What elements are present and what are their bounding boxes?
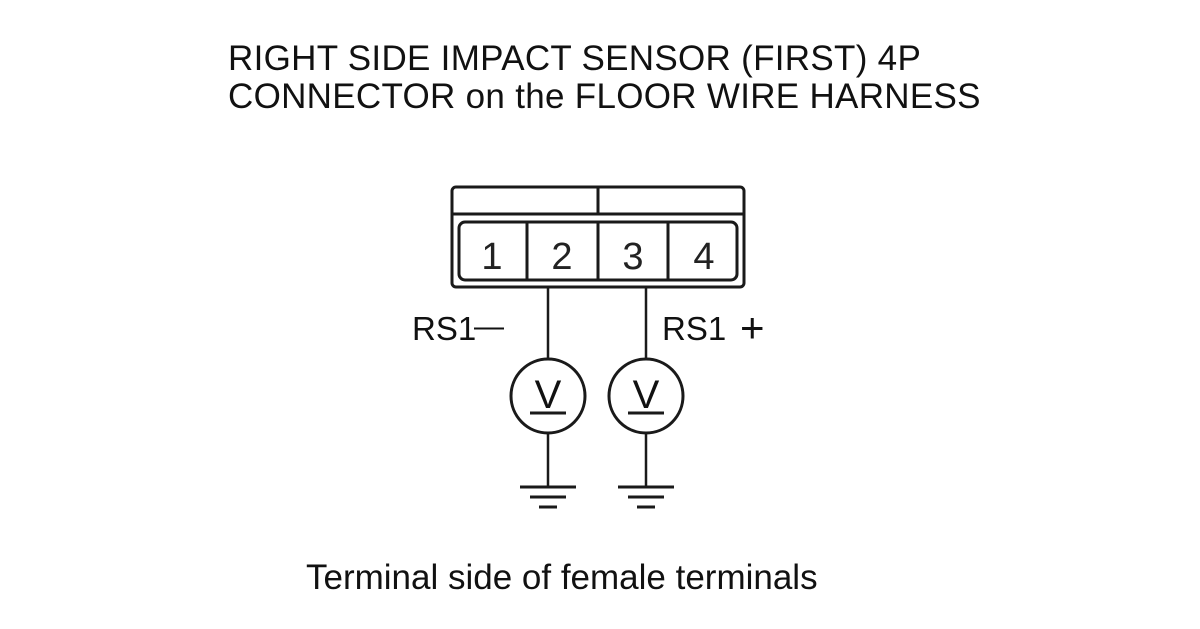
ground-negative-icon <box>520 485 576 509</box>
voltmeter-positive-symbol: V <box>633 373 660 417</box>
diagram-title: RIGHT SIDE IMPACT SENSOR (FIRST) 4P CONN… <box>228 40 981 116</box>
probe-sign-negative: — <box>474 310 504 343</box>
pin-number-4: 4 <box>693 236 714 278</box>
probe-sign-positive: + <box>740 304 765 351</box>
title-line-1: RIGHT SIDE IMPACT SENSOR (FIRST) 4P <box>228 39 922 78</box>
title-line-2: CONNECTOR on the FLOOR WIRE HARNESS <box>228 77 981 116</box>
ground-positive-icon <box>618 485 674 509</box>
voltmeter-negative-symbol: V <box>535 373 562 417</box>
probe-label-positive: RS1 <box>662 310 726 347</box>
diagram-caption: Terminal side of female terminals <box>306 558 818 597</box>
pin-number-1: 1 <box>481 236 502 278</box>
probe-label-negative: RS1 <box>412 310 476 347</box>
pin-number-2: 2 <box>551 236 572 278</box>
pin-number-3: 3 <box>622 236 643 278</box>
